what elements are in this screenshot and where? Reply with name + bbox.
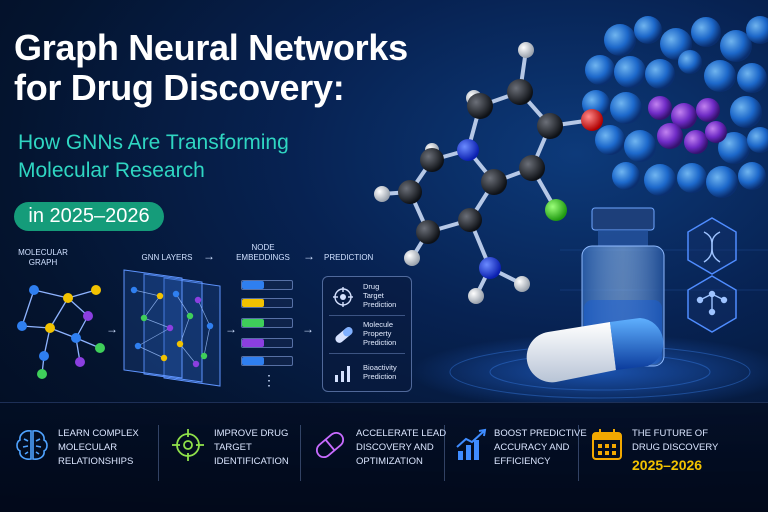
prediction-item-molecule-property: Molecule Property Prediction (323, 315, 411, 353)
feature-line: THE FUTURE OF (632, 428, 708, 439)
capsule-icon (335, 327, 353, 343)
separator (578, 425, 579, 481)
gnn-layers-diagram (123, 269, 221, 387)
molecule-hex-icon (696, 290, 728, 316)
feature-learn-relationships: LEARN COMPLEX MOLECULAR RELATIONSHIPS (14, 425, 154, 485)
crosshair-icon (172, 429, 204, 461)
arrow-icon: → (203, 249, 215, 263)
stage-label-node-embeddings: NODE EMBEDDINGS (228, 243, 298, 263)
feature-future: THE FUTURE OF DRUG DISCOVERY 2025–2026 (590, 425, 760, 485)
prediction-panel: Drug Target Prediction Molecule Property… (322, 276, 412, 392)
prediction-item-bioactivity: Bioactivity Prediction (323, 353, 411, 391)
divider (329, 315, 405, 316)
feature-line: EFFICIENCY (494, 456, 551, 467)
feature-boost-accuracy: BOOST PREDICTIVE ACCURACY AND EFFICIENCY (454, 425, 587, 485)
arrow-icon: → (302, 322, 314, 336)
arrow-icon: → (303, 249, 315, 263)
prediction-line: Bioactivity (363, 363, 397, 372)
feature-line: MOLECULAR (58, 442, 118, 453)
prediction-line: Prediction (363, 300, 397, 309)
feature-line: BOOST PREDICTIVE (494, 428, 587, 439)
stage-label-line: GNN LAYERS (141, 253, 193, 262)
prediction-line: Target (363, 291, 384, 300)
stage-label-molecular-graph: MOLECULAR GRAPH (8, 248, 78, 268)
feature-line: IMPROVE DRUG (214, 428, 289, 439)
arrow-icon: → (106, 322, 118, 336)
prediction-line: Prediction (363, 338, 397, 347)
embedding-ellipsis: ⋮ (262, 372, 276, 388)
prediction-line: Prediction (363, 372, 397, 381)
arrow-icon: → (225, 322, 237, 336)
prediction-text: Bioactivity Prediction (363, 363, 397, 381)
embedding-bar (241, 356, 293, 366)
embedding-bar (241, 280, 293, 290)
prediction-line: Molecule (363, 320, 394, 329)
subtitle-line-1: How GNNs Are Transforming (18, 131, 289, 154)
embedding-bar (241, 338, 293, 348)
separator (300, 425, 301, 481)
separator (444, 425, 445, 481)
embedding-bar (241, 298, 293, 308)
feature-line: RELATIONSHIPS (58, 456, 134, 467)
feature-line: ACCURACY AND (494, 442, 570, 453)
molecular-graph-diagram (17, 285, 105, 379)
feature-line: DRUG DISCOVERY (632, 442, 719, 453)
feature-line: DISCOVERY AND (356, 442, 434, 453)
future-year: 2025–2026 (632, 457, 703, 473)
capsule-illustration (526, 318, 664, 383)
feature-line: LEARN COMPLEX (58, 428, 139, 439)
stage-label-line: GRAPH (28, 258, 58, 267)
prediction-line: Property (363, 329, 392, 338)
feature-line: OPTIMIZATION (356, 456, 423, 467)
embedding-bar (241, 318, 293, 328)
prediction-item-drug-target: Drug Target Prediction (323, 277, 411, 315)
growth-chart-icon (456, 428, 487, 460)
feature-text: LEARN COMPLEX MOLECULAR RELATIONSHIPS (58, 427, 139, 469)
pill-icon (315, 431, 345, 459)
stage-label-line: PREDICTION (324, 253, 374, 262)
feature-text: BOOST PREDICTIVE ACCURACY AND EFFICIENCY (494, 427, 587, 469)
year-pill: in 2025–2026 (14, 202, 164, 231)
stage-label-line: NODE (251, 243, 275, 252)
title-line-1: Graph Neural Networks (14, 27, 408, 68)
feature-improve-targeting: IMPROVE DRUG TARGET IDENTIFICATION (170, 425, 310, 485)
feature-text: IMPROVE DRUG TARGET IDENTIFICATION (214, 427, 289, 469)
feature-strip: LEARN COMPLEX MOLECULAR RELATIONSHIPS IM… (0, 402, 768, 512)
stage-label-gnn-layers: GNN LAYERS (132, 253, 202, 263)
prediction-text: Molecule Property Prediction (363, 320, 396, 347)
title-line-2: for Drug Discovery: (14, 67, 345, 108)
bar-chart-icon (335, 366, 350, 382)
stage-label-line: EMBEDDINGS (236, 253, 290, 262)
feature-accelerate-lead: ACCELERATE LEAD DISCOVERY AND OPTIMIZATI… (312, 425, 452, 485)
prediction-text: Drug Target Prediction (363, 282, 396, 309)
separator (158, 425, 159, 481)
subtitle-line-2: Molecular Research (18, 159, 205, 182)
dna-icon (703, 231, 721, 263)
brain-icon (16, 430, 48, 460)
feature-line: ACCELERATE LEAD (356, 428, 447, 439)
feature-line: IDENTIFICATION (214, 456, 289, 467)
stage-label-line: MOLECULAR (18, 248, 68, 257)
divider (329, 353, 405, 354)
prediction-line: Drug (363, 282, 380, 291)
stage-label-prediction: PREDICTION (324, 253, 394, 263)
feature-line: TARGET (214, 442, 252, 453)
calendar-icon (592, 429, 622, 460)
target-icon (333, 287, 353, 307)
feature-text: ACCELERATE LEAD DISCOVERY AND OPTIMIZATI… (356, 427, 446, 469)
feature-text: THE FUTURE OF DRUG DISCOVERY 2025–2026 (632, 427, 718, 472)
